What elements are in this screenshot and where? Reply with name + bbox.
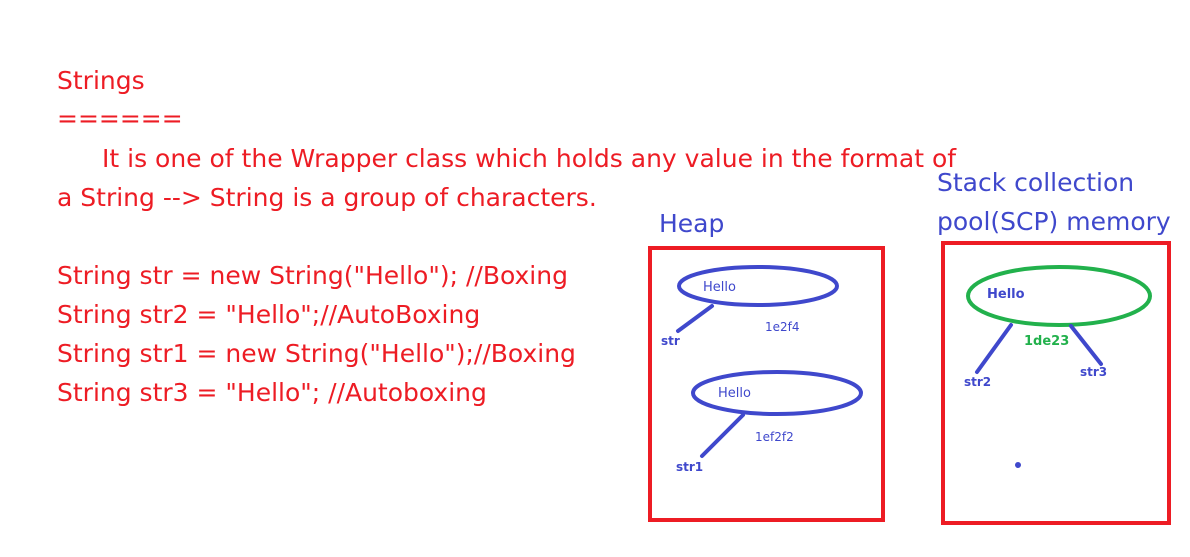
notes-heading: Strings xyxy=(57,66,145,95)
notes-description-line-1: It is one of the Wrapper class which hol… xyxy=(102,144,957,173)
scp-reference-str3: str3 xyxy=(1080,365,1107,379)
reference-line-str1 xyxy=(700,413,745,458)
heap-object-1-value: Hello xyxy=(703,280,736,295)
code-line-str: String str = new String("Hello"); //Boxi… xyxy=(57,261,568,290)
reference-line-str3 xyxy=(1069,324,1103,366)
heap-object-1-reference: str xyxy=(661,334,680,348)
heap-object-2-ellipse xyxy=(691,370,863,416)
ink-dot xyxy=(1015,462,1021,468)
heap-title: Heap xyxy=(659,209,725,238)
code-line-str2: String str2 = "Hello";//AutoBoxing xyxy=(57,300,481,329)
scp-box xyxy=(941,241,1171,525)
reference-line-str2 xyxy=(975,323,1013,374)
scp-object-address: 1de23 xyxy=(1024,334,1069,349)
scp-reference-str2: str2 xyxy=(964,375,991,389)
heap-object-1-address: 1e2f4 xyxy=(765,320,800,334)
heap-object-2-reference: str1 xyxy=(676,460,703,474)
notes-description-line-2: a String --> String is a group of charac… xyxy=(57,183,597,212)
heap-object-1-ellipse xyxy=(677,265,839,307)
reference-line-str xyxy=(676,304,714,333)
scp-title-line-1: Stack collection xyxy=(937,168,1135,197)
scp-object-value: Hello xyxy=(987,287,1025,302)
notes-heading-underline: ====== xyxy=(57,104,183,133)
heap-object-2-value: Hello xyxy=(718,386,751,401)
scp-title-line-2: pool(SCP) memory xyxy=(937,207,1171,236)
code-line-str1: String str1 = new String("Hello");//Boxi… xyxy=(57,339,576,368)
scp-object-ellipse xyxy=(966,265,1152,327)
code-line-str3: String str3 = "Hello"; //Autoboxing xyxy=(57,378,487,407)
heap-box xyxy=(648,246,885,522)
heap-object-2-address: 1ef2f2 xyxy=(755,430,794,444)
